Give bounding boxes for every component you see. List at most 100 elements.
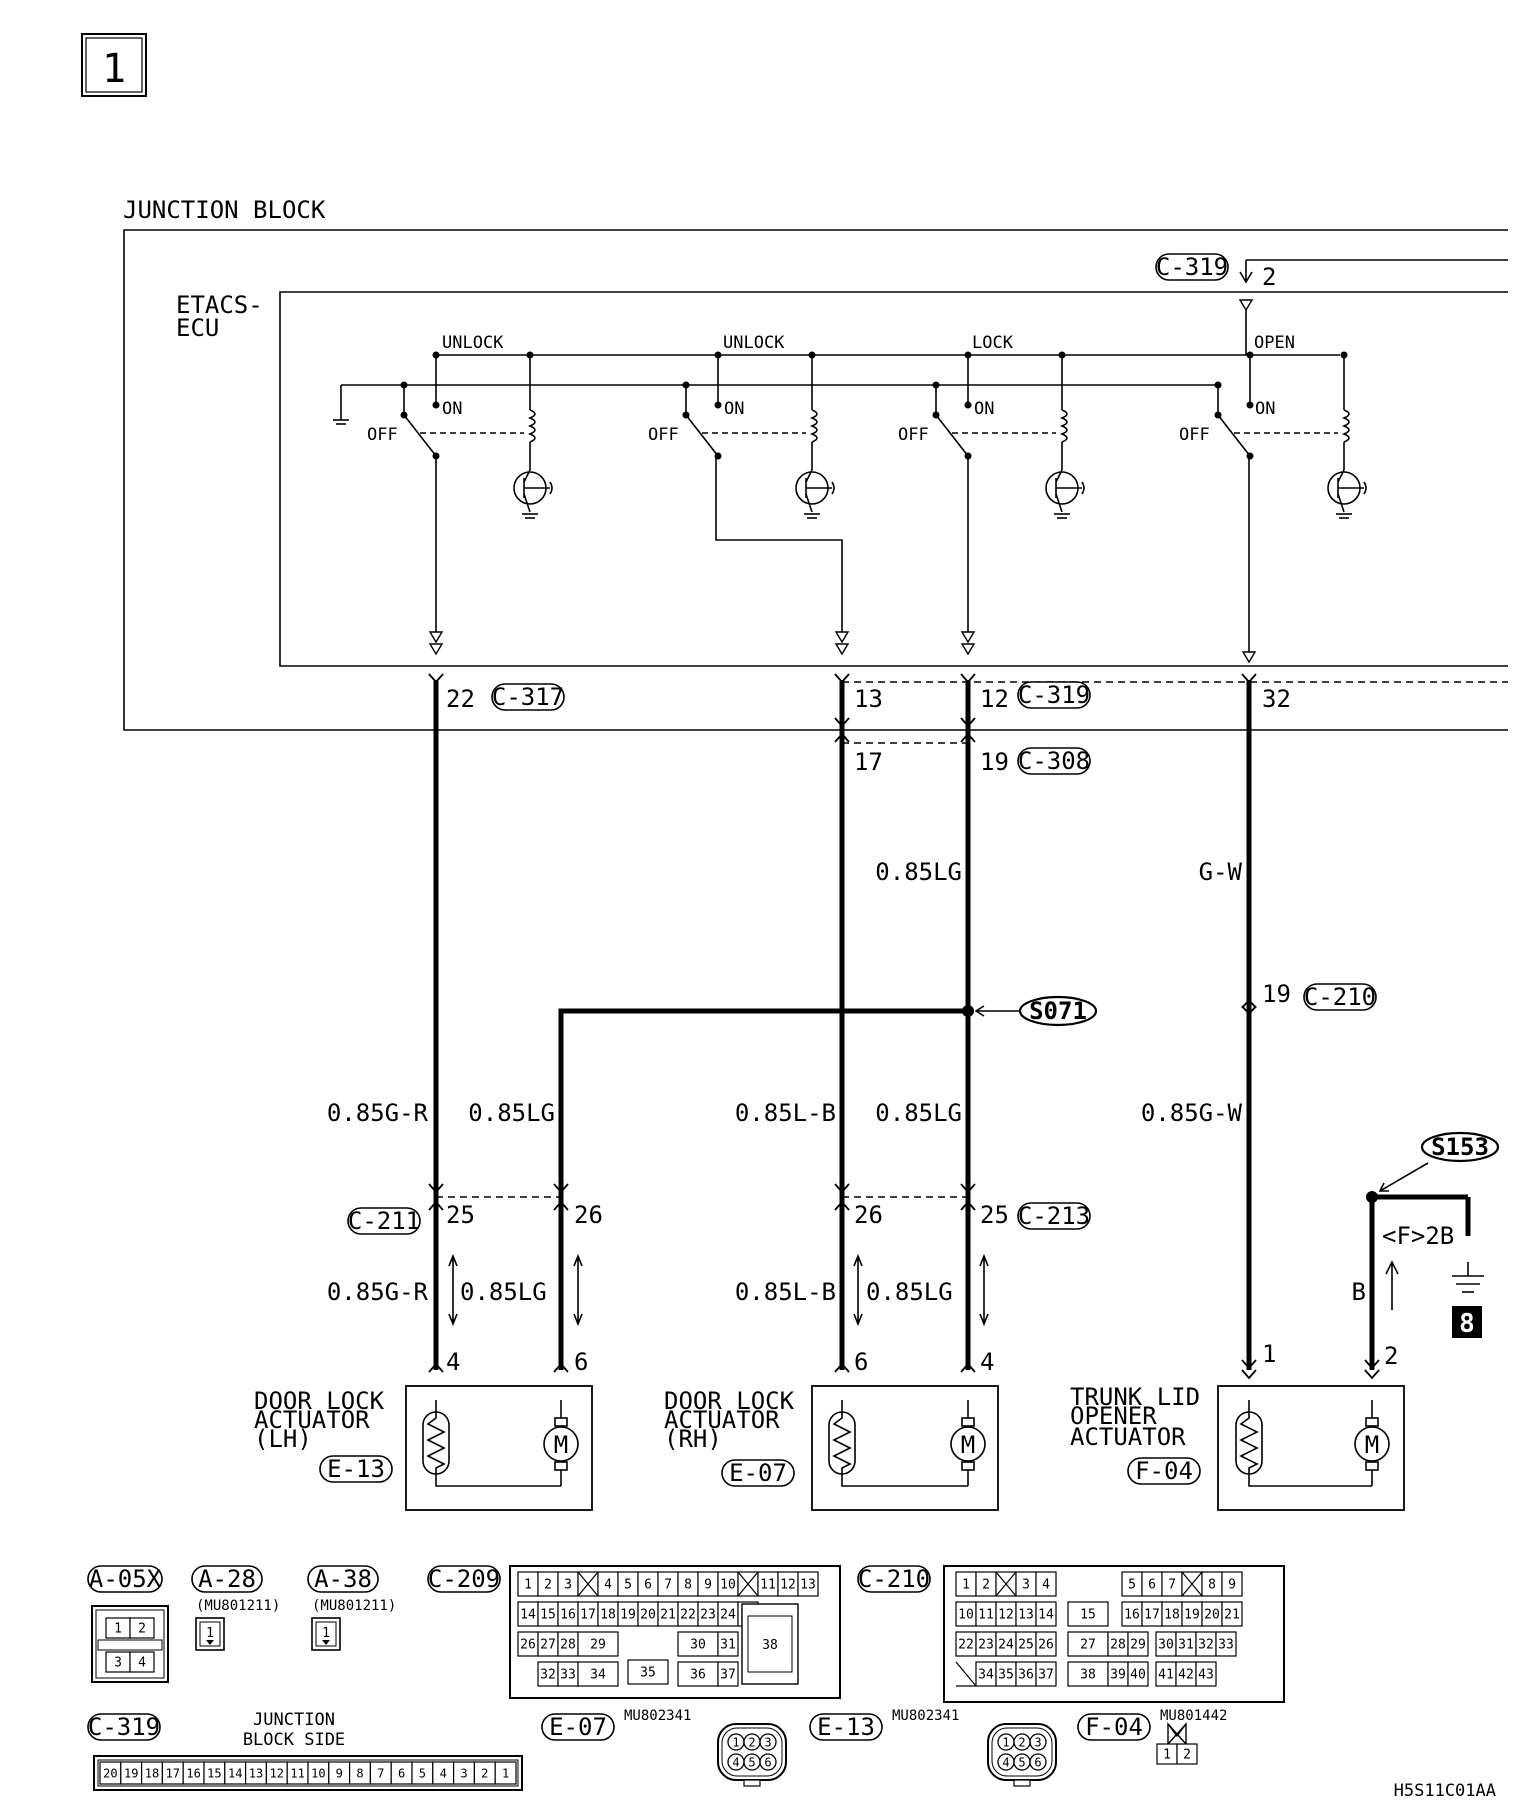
pin-22: 22: [958, 1638, 974, 1653]
etacs-ecu-outline: [279, 291, 1508, 667]
pin-37: 37: [720, 1668, 736, 1683]
pin-10: 10: [958, 1608, 974, 1623]
relay-off-3: OFF: [898, 425, 929, 445]
pin-11: 11: [978, 1608, 994, 1623]
motor-symbol-3: M: [1365, 1431, 1379, 1459]
page-number: 1: [102, 46, 126, 92]
wire-label-w8: 0.85G-R: [327, 1278, 429, 1306]
relay-label-4: OPEN: [1254, 333, 1295, 353]
junction-block-outline: [123, 229, 1508, 731]
pin-29: 29: [1130, 1638, 1146, 1653]
pin-31: 31: [1178, 1638, 1194, 1653]
pin-37: 37: [1038, 1668, 1054, 1683]
pin-21: 21: [660, 1608, 676, 1623]
svg-text:S071: S071: [1029, 997, 1087, 1025]
pin-21: 21: [1224, 1608, 1240, 1623]
relay-on-3: ON: [974, 399, 994, 419]
pin-17: 17: [166, 1766, 180, 1780]
connector-c319-jb: C-319: [1017, 681, 1091, 709]
svg-text:C-319: C-319: [88, 1713, 160, 1741]
wire-label-w10: 0.85L-B: [735, 1278, 836, 1306]
pin-10: 10: [311, 1766, 325, 1780]
pin-9: 9: [704, 1578, 712, 1593]
svg-text:C-209: C-209: [428, 1565, 500, 1593]
pin-40: 40: [1130, 1668, 1146, 1683]
pin-34: 34: [590, 1668, 606, 1683]
pin-15: 15: [540, 1608, 556, 1623]
pin-41: 41: [1158, 1668, 1174, 1683]
actuator-box-1: M: [405, 1385, 593, 1511]
relay-on-1: ON: [442, 399, 462, 419]
pin-5: 5: [748, 1756, 755, 1770]
view-a38: 1: [311, 1617, 341, 1651]
connector-c210-mid: C-210: [1303, 983, 1377, 1011]
pin-33: 33: [1218, 1638, 1234, 1653]
pin-19: 19: [1184, 1608, 1200, 1623]
pin-8: 8: [356, 1766, 363, 1780]
view-label-e07: E-07: [541, 1713, 615, 1741]
pin-36: 36: [1018, 1668, 1034, 1683]
pin-31: 31: [720, 1638, 736, 1653]
view-label-e13: E-13: [809, 1713, 883, 1741]
connector-c211: C-211: [347, 1207, 421, 1235]
pin-42: 42: [1178, 1668, 1194, 1683]
pin-4: 4: [440, 1766, 447, 1780]
pin-3: 3: [460, 1766, 467, 1780]
relay-label-3: LOCK: [972, 333, 1014, 353]
wire-label-w12: B: [1352, 1278, 1366, 1306]
pin-2: 2: [544, 1578, 552, 1593]
svg-text:E-07: E-07: [549, 1713, 607, 1741]
svg-text:C-308: C-308: [1018, 747, 1090, 775]
pin-29: 29: [590, 1638, 606, 1653]
pin-30: 30: [690, 1638, 706, 1653]
pin-11: 11: [760, 1578, 776, 1593]
pin-30: 30: [1158, 1638, 1174, 1653]
motion-arrow-2: [573, 1253, 583, 1327]
pin-1: 1: [962, 1578, 970, 1593]
ground-symbol: [1452, 1262, 1484, 1293]
pin-24: 24: [720, 1608, 736, 1623]
view-part-a38: (MU801211): [312, 1598, 396, 1614]
pin-6: 6: [644, 1578, 652, 1593]
actuator-rh-line1: DOOR LOCK: [664, 1387, 795, 1415]
svg-text:C-210: C-210: [858, 1565, 930, 1593]
pin-27: 27: [1080, 1638, 1096, 1653]
pin-18: 18: [145, 1766, 159, 1780]
pin-1: 1: [524, 1578, 532, 1593]
svg-text:E-07: E-07: [729, 1459, 787, 1487]
pin-9: 9: [336, 1766, 343, 1780]
relay-off-4: OFF: [1179, 425, 1210, 445]
svg-text:C-211: C-211: [348, 1207, 420, 1235]
pin-26: 26: [520, 1638, 536, 1653]
pin-2: 2: [1183, 1748, 1191, 1763]
pin-6: 6: [398, 1766, 405, 1780]
motion-arrow-4: [979, 1253, 989, 1327]
relay-group: [400, 351, 1367, 519]
view-label-c209: C-209: [427, 1565, 501, 1593]
motion-arrow-3: [853, 1253, 863, 1327]
pin-23: 23: [700, 1608, 716, 1623]
pin-38: 38: [1080, 1668, 1096, 1683]
wire-lock-branch: [558, 1008, 968, 1370]
pin-16: 16: [1124, 1608, 1140, 1623]
connector-c308: C-308: [1017, 747, 1091, 775]
pin-3: 3: [1022, 1578, 1030, 1593]
svg-text:C-210: C-210: [1304, 983, 1376, 1011]
relay-on-2: ON: [724, 399, 744, 419]
actuator-rh-line3: (RH): [664, 1425, 722, 1453]
svg-text:C-319: C-319: [1018, 681, 1090, 709]
pin-1: 1: [1163, 1748, 1171, 1763]
svg-text:S153: S153: [1431, 1133, 1489, 1161]
pin-1: 1: [732, 1736, 739, 1750]
pin-15: 15: [1080, 1608, 1096, 1623]
pin-27: 27: [540, 1638, 556, 1653]
pin-2: 2: [748, 1736, 755, 1750]
actuator-lh-pin-a: 4: [446, 1348, 460, 1376]
pin-4: 4: [604, 1578, 612, 1593]
pin-43: 43: [1198, 1668, 1214, 1683]
relay-unit-2: [682, 351, 835, 519]
